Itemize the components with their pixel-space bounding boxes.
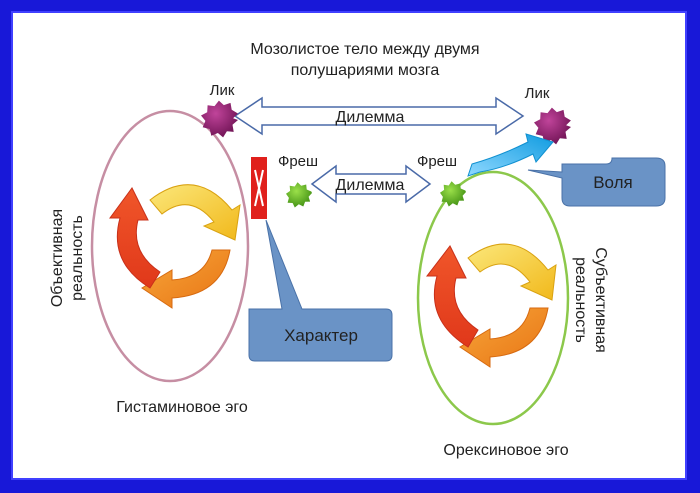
left-cycle-red-arrow	[109, 187, 161, 289]
fresh-label-left: Фреш	[278, 153, 318, 170]
will-arrow	[467, 133, 554, 177]
left-hemisphere-ellipse	[90, 109, 250, 383]
right-cycle-orange-arrow	[459, 307, 549, 368]
objective-reality-line-1: Объективная	[49, 209, 66, 307]
right-cycle-yellow-arrow	[467, 243, 557, 301]
fresh-star-right	[440, 181, 466, 207]
right-cycle	[425, 243, 557, 368]
dilemma-arrow-middle	[310, 164, 432, 204]
left-cycle-yellow-arrow	[149, 184, 241, 241]
dilemma-label-top: Дилемма	[336, 109, 405, 126]
dilemma-arrow-top	[233, 96, 525, 136]
lik-label-right: Лик	[525, 85, 550, 102]
character-callout	[248, 219, 393, 362]
title-line-2: полушариями мозга	[291, 62, 440, 79]
subjective-reality-line-1: Субъективная	[592, 247, 609, 353]
will-callout-label: Воля	[593, 173, 633, 192]
character-callout-label: Характер	[284, 326, 358, 345]
objective-reality-line-2: реальность	[69, 215, 86, 301]
right-cycle-red-arrow	[425, 245, 479, 348]
lik-label-left: Лик	[210, 82, 235, 99]
title-line-1: Мозолистое тело между двумя	[250, 41, 479, 58]
left-cycle-orange-arrow	[141, 249, 231, 309]
dilemma-label-middle: Дилемма	[336, 177, 405, 194]
lik-star-left	[201, 100, 238, 138]
fresh-star-left	[286, 182, 312, 208]
will-callout	[527, 157, 666, 207]
subjective-reality-line-2: реальность	[572, 257, 589, 343]
red-marker-cross	[254, 169, 264, 207]
histamine-ego-label: Гистаминовое эго	[116, 399, 248, 416]
orexin-ego-label: Орексиновое эго	[443, 442, 568, 459]
left-cycle	[109, 184, 241, 309]
fresh-label-right: Фреш	[417, 153, 457, 170]
lik-star-right	[534, 107, 571, 145]
right-hemisphere-ellipse	[416, 170, 570, 426]
